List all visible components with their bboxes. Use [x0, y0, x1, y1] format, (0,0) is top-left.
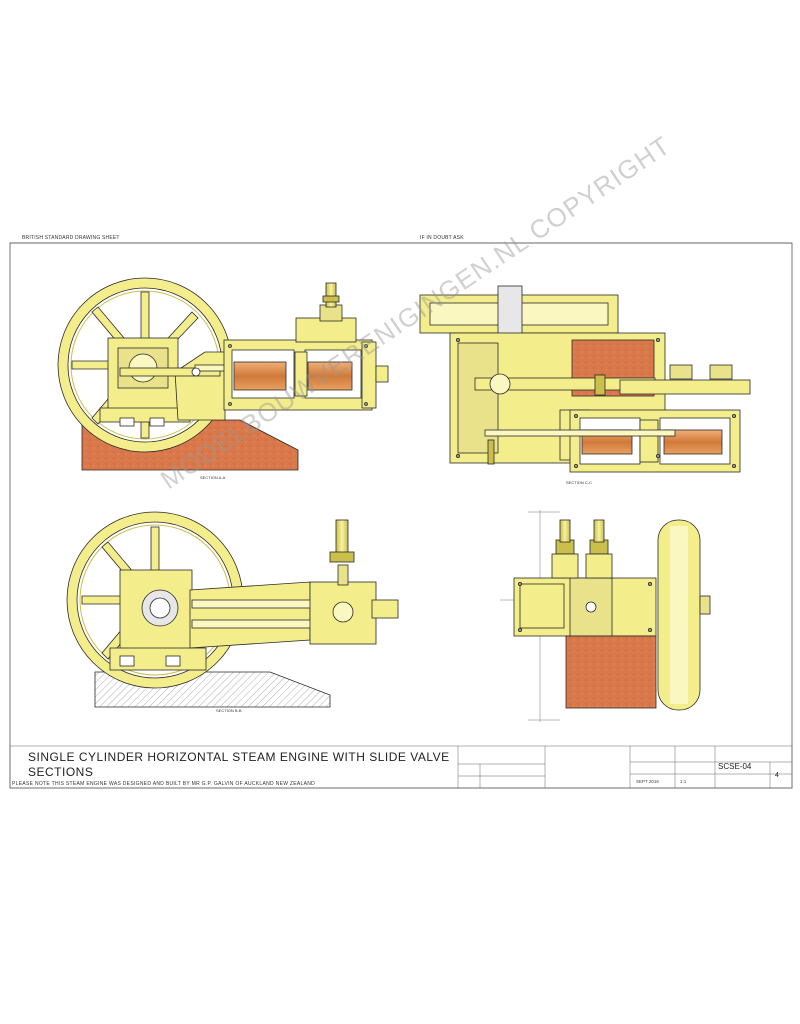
drawing-number: SCSE-04	[718, 762, 752, 771]
label-section-aa: SECTION A-A	[200, 475, 226, 480]
drawing-title: SINGLE CYLINDER HORIZONTAL STEAM ENGINE …	[28, 750, 450, 764]
top-left-note: BRITISH STANDARD DRAWING SHEET	[22, 235, 120, 241]
title-block	[9, 745, 793, 789]
designer-note: PLEASE NOTE THIS STEAM ENGINE WAS DESIGN…	[12, 781, 316, 787]
view-end-elevation	[500, 510, 711, 722]
label-section-bb: SECTION B-B	[216, 708, 242, 713]
view-section-cc	[419, 285, 751, 473]
top-mid-note: IF IN DOUBT ASK	[420, 235, 464, 241]
sheet-number: 4	[775, 772, 779, 779]
view-section-aa	[57, 277, 389, 471]
drawing-scale: 1:1	[680, 779, 687, 784]
drawing-date: SEPT 2016	[636, 779, 659, 784]
drawing-subtitle: SECTIONS	[28, 765, 94, 779]
view-section-bb	[66, 511, 399, 708]
label-section-cc: SECTION C-C	[566, 480, 592, 485]
